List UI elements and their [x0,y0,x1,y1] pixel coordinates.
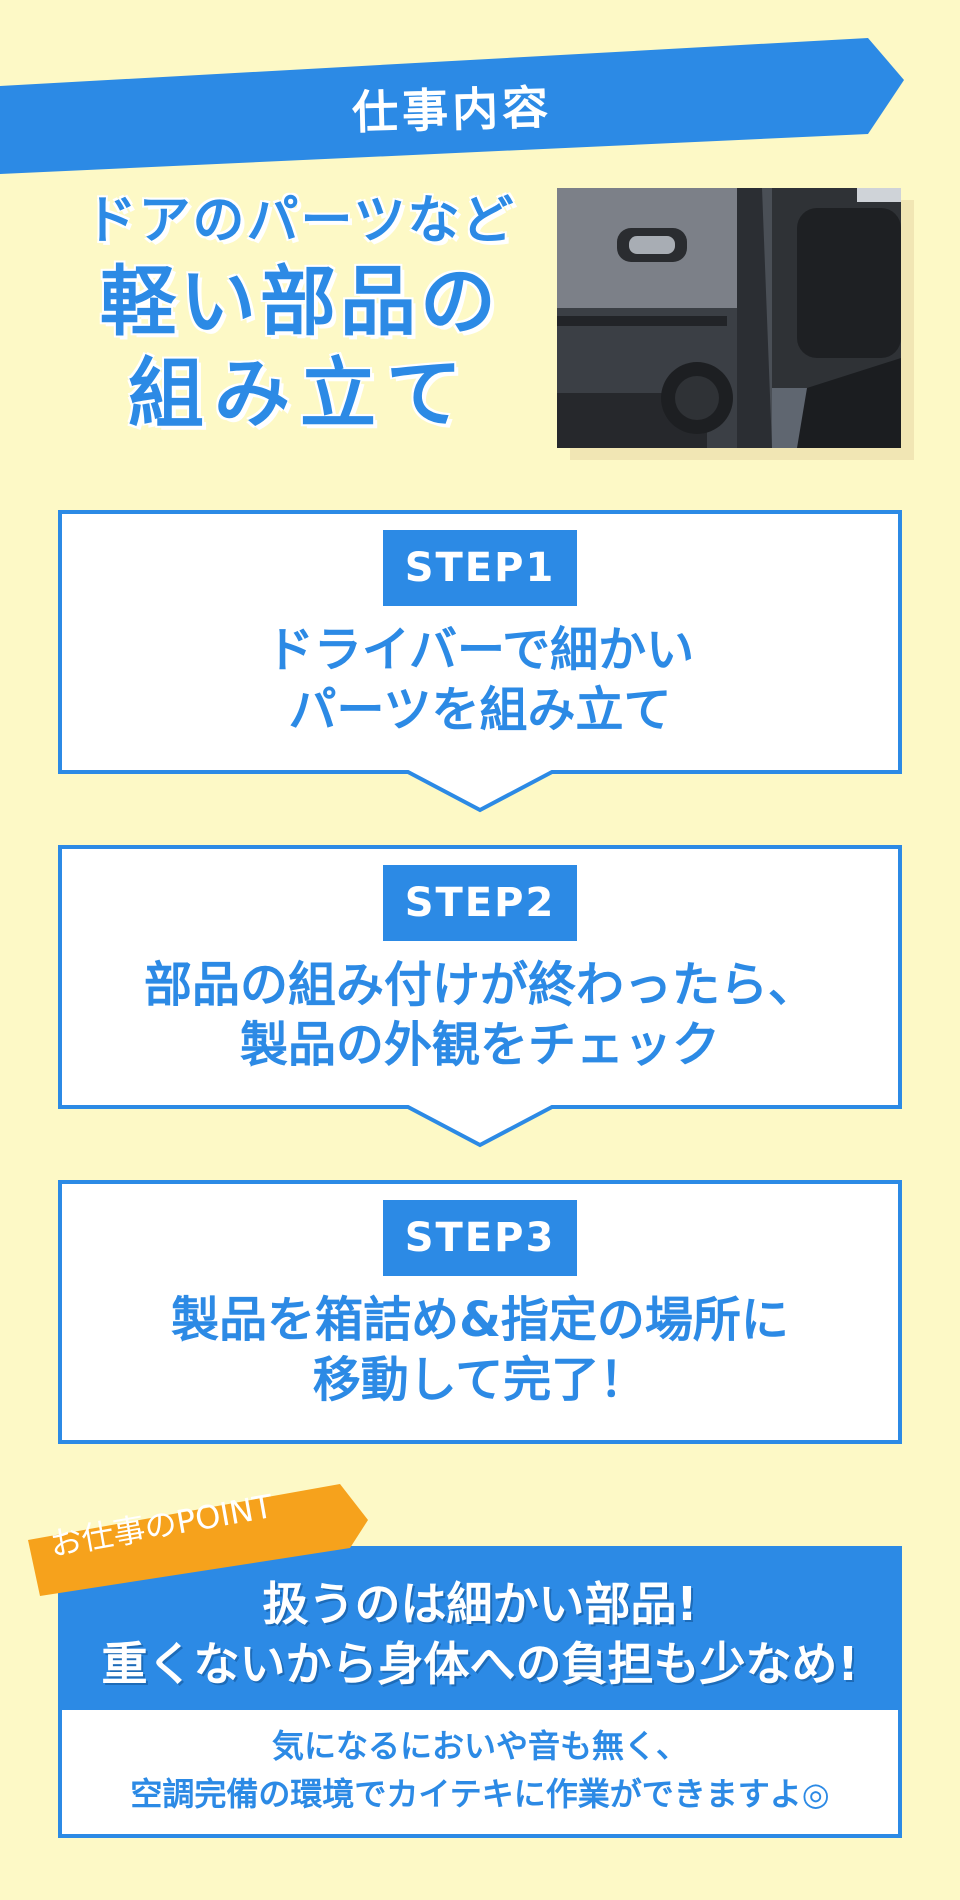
step-card-1-frame [58,510,902,813]
work-point-body-line-2: 空調完備の環境でカイテキに作業ができますよ◎ [130,1775,830,1813]
hero-line-1: ドアのパーツなど [84,191,516,251]
step-1-text-line-1: ドライバーで細かい [265,622,695,678]
work-point-tag: お仕事のPOINT [28,1484,368,1596]
work-point-heading-line-1: 扱うのは細かい部品! [262,1577,698,1631]
step-card-2-frame [58,845,902,1148]
step-card-1: STEP1 ドライバーで細かい パーツを組み立て [58,510,902,813]
work-point-heading: 扱うのは細かい部品! 重くないから身体への負担も少なめ! [62,1550,898,1710]
work-point-heading-line-2: 重くないから身体への負担も少なめ! [101,1637,859,1691]
step-2-text-line-2: 製品の外観をチェック [239,1017,720,1073]
step-card-2: STEP2 部品の組み付けが終わったら、 製品の外観をチェック [58,845,902,1148]
step-card-3: STEP3 製品を箱詰め&指定の場所に 移動して完了！ [58,1180,902,1444]
section-banner: 仕事内容 [0,38,904,174]
car-door-photo [557,188,901,448]
work-point-body-line-1: 気になるにおいや音も無く、 [271,1727,688,1765]
step-3-badge: STEP3 [383,1200,577,1276]
step-2-text: 部品の組み付けが終わったら、 製品の外観をチェック [58,955,902,1075]
step-1-text-line-2: パーツを組み立て [288,682,672,738]
work-point-tag-shape [28,1484,368,1596]
work-point-box: 扱うのは細かい部品! 重くないから身体への負担も少なめ! 気になるにおいや音も無… [58,1546,902,1838]
step-3-text-line-2: 移動して完了！ [312,1352,648,1408]
step-2-badge: STEP2 [383,865,577,941]
hero-line-2: 軽い部品の [100,257,500,346]
step-3-text-line-1: 製品を箱詰め&指定の場所に [171,1292,789,1348]
work-point-body: 気になるにおいや音も無く、 空調完備の環境でカイテキに作業ができますよ◎ [62,1722,898,1818]
step-1-badge: STEP1 [383,530,577,606]
hero-line-3: 組み立て [128,349,472,438]
banner-ribbon-shape [0,38,904,174]
hero-heading: ドアのパーツなど 軽い部品の 組み立て [70,186,530,440]
step-1-text: ドライバーで細かい パーツを組み立て [58,620,902,740]
step-2-text-line-1: 部品の組み付けが終わったら、 [143,957,816,1013]
step-3-text: 製品を箱詰め&指定の場所に 移動して完了！ [58,1290,902,1410]
